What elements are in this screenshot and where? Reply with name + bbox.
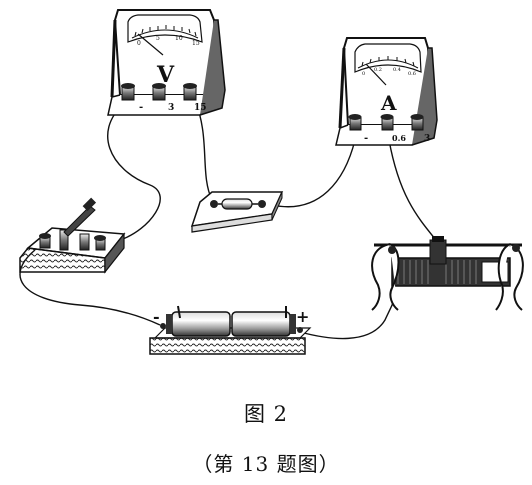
voltmeter-scale-ticks: [134, 25, 197, 37]
resistor: [190, 191, 284, 233]
ammeter: 0 0.2 0.4 0.6 A - 0.6 3: [335, 37, 438, 146]
voltmeter-scale-5: 5: [156, 35, 160, 42]
ammeter-scale-arc: [357, 59, 419, 69]
battery-cell-1: [171, 311, 231, 337]
ammeter-scale-0-4: 0.4: [393, 67, 401, 73]
wire-battery-to-rheostat: [299, 294, 396, 340]
ammeter-terminal-minus: -: [364, 133, 368, 144]
battery-cell-2: [231, 311, 291, 337]
voltmeter-scale-0: 0: [137, 40, 141, 47]
ammeter-symbol: A: [380, 91, 397, 115]
voltmeter-scale-15: 15: [192, 40, 200, 47]
voltmeter-symbol: V: [156, 62, 175, 88]
voltmeter-needle: [137, 33, 164, 56]
switch: [19, 197, 126, 274]
switch-lever: [63, 205, 96, 237]
wire-resistor-to-ammeter: [271, 139, 356, 208]
ammeter-terminal-3: 3: [424, 134, 430, 144]
voltmeter-terminal-minus: -: [139, 102, 143, 113]
wire-voltmeter-to-resistor: [195, 102, 213, 201]
voltmeter: 0 5 10 15 V - 3 15: [107, 9, 226, 116]
ammeter-needle: [365, 63, 387, 86]
figure-caption: 图 2: [243, 402, 289, 426]
voltmeter-terminal-3: 3: [168, 103, 174, 113]
wire-ammeter-to-rheostat: [388, 139, 441, 246]
voltmeter-scale-10: 10: [175, 35, 183, 42]
ammeter-scale-0-6: 0.6: [408, 71, 416, 77]
rheostat: [371, 236, 524, 311]
ammeter-terminal-0-6: 0.6: [392, 133, 406, 143]
battery: - +: [149, 305, 312, 355]
battery-plus-label: +: [296, 307, 309, 326]
battery-minus-label: -: [153, 307, 160, 326]
ammeter-scale-0: 0: [362, 71, 365, 77]
voltmeter-terminals: [121, 83, 197, 101]
ammeter-terminals: [348, 114, 424, 131]
question-caption: （第 13 题图）: [192, 452, 340, 476]
wire-voltmeter-to-switch: [107, 99, 161, 241]
rheostat-slider: [429, 239, 447, 265]
ammeter-scale-0-2: 0.2: [374, 67, 382, 73]
voltmeter-scale-arc: [131, 29, 199, 39]
voltmeter-terminal-15: 15: [194, 103, 207, 113]
ammeter-scale-ticks: [361, 56, 415, 67]
